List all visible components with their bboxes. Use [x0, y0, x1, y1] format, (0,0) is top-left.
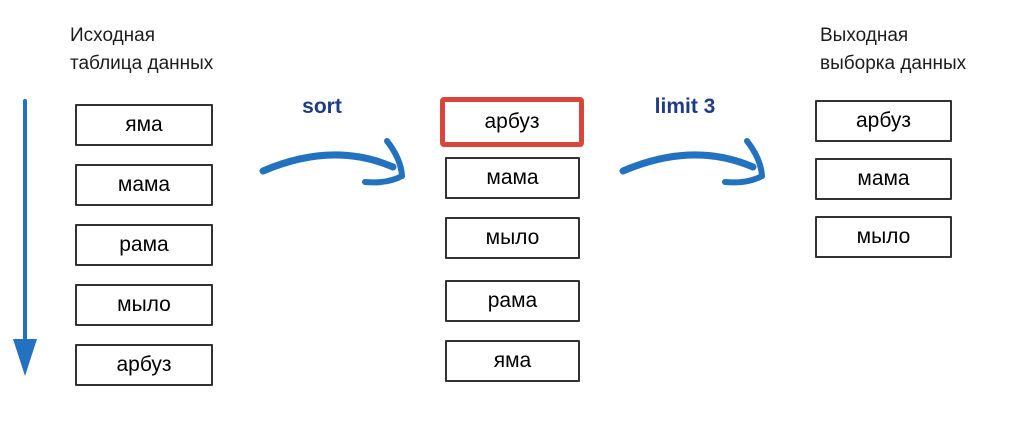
curved-right-arrow-icon: [619, 138, 765, 186]
output-table-title: Выходная выборка данных: [820, 22, 966, 78]
source-row: арбуз: [75, 344, 213, 386]
output-table-title-line2: выборка данных: [820, 53, 967, 74]
source-row: яма: [75, 104, 213, 146]
source-table-title: Исходная таблица данных: [70, 22, 213, 78]
output-table-title-line1: Выходная: [820, 25, 909, 46]
down-arrow-icon: [13, 99, 37, 376]
source-table-title-line1: Исходная: [70, 25, 156, 46]
sorted-row: мама: [445, 157, 580, 199]
sorted-row-highlighted: арбуз: [440, 97, 584, 147]
output-row: арбуз: [815, 100, 952, 142]
limit-operation-label: limit 3: [654, 95, 716, 118]
sort-operation-label: sort: [302, 95, 342, 118]
source-table-title-line2: таблица данных: [70, 53, 214, 74]
curved-right-arrow-icon: [259, 138, 405, 186]
source-row: рама: [75, 224, 213, 266]
output-row: мама: [815, 158, 952, 200]
output-row: мыло: [815, 216, 952, 258]
source-row: мама: [75, 164, 213, 206]
sorted-row: яма: [445, 340, 580, 382]
sorted-row: мыло: [445, 217, 580, 259]
sorted-row: рама: [445, 280, 580, 322]
source-row: мыло: [75, 284, 213, 326]
